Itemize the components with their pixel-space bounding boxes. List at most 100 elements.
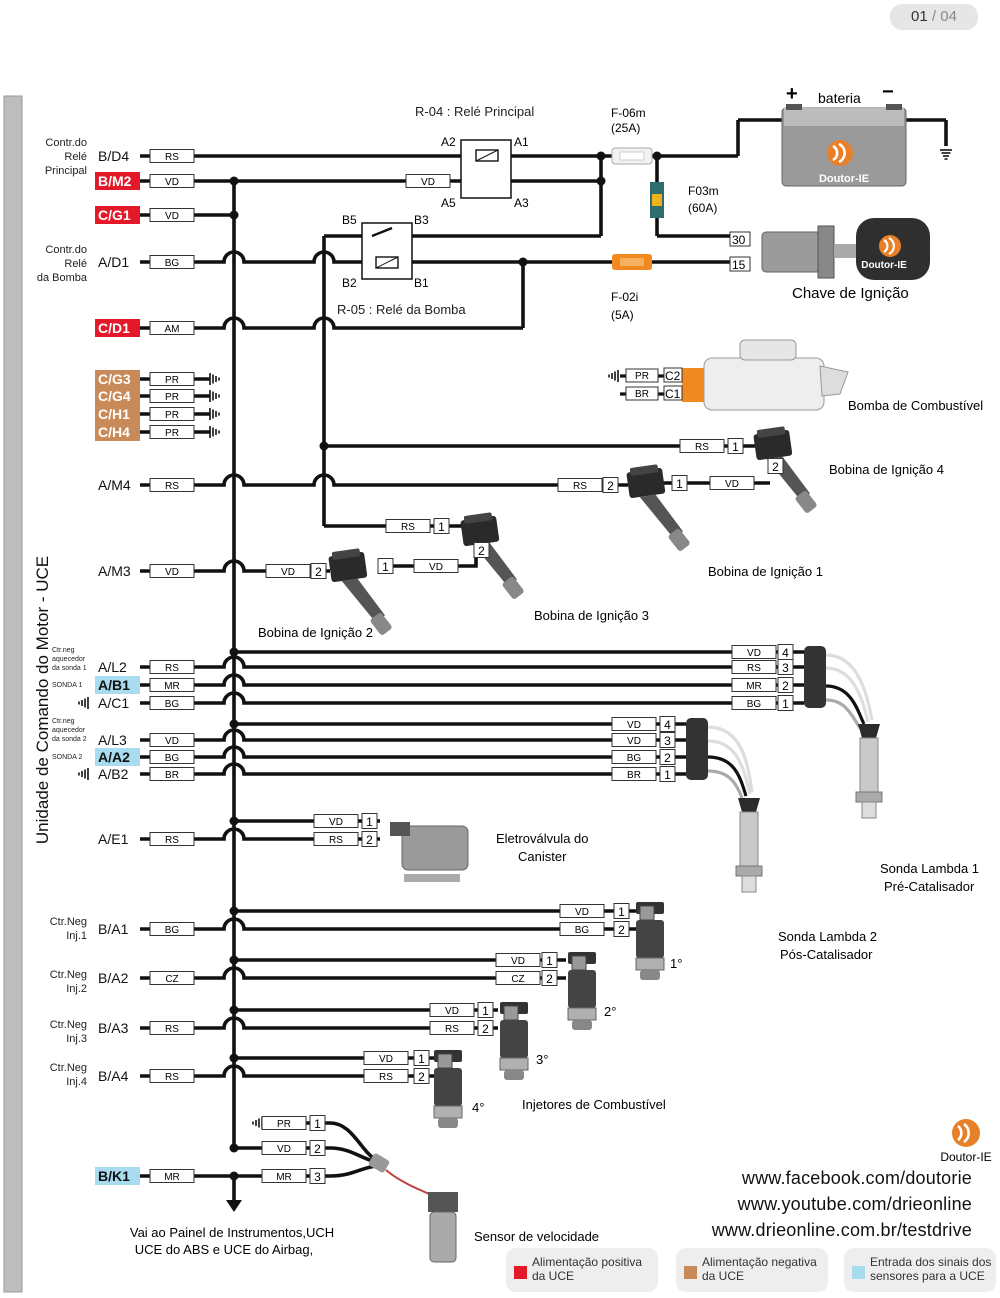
pin-bd4-note: Contr.do: [45, 137, 87, 149]
pin-bk1-text: B/K1: [98, 1168, 130, 1184]
canister-wire-0: VD: [313, 814, 359, 828]
svg-text:2: 2: [607, 479, 614, 493]
link-facebook[interactable]: www.facebook.com/doutorie: [741, 1168, 972, 1188]
fuel-pump-wire-c2: [625, 368, 659, 383]
lambda1-wire-3: BG: [731, 696, 777, 710]
pin-aa2-text: A/A2: [98, 749, 130, 765]
inj3-wire-0: VD: [429, 1003, 475, 1017]
speed-sensor-label: Sensor de velocidade: [474, 1229, 599, 1244]
ignition-label: Chave de Ignição: [792, 285, 909, 302]
lambda2-wire-0: VD: [611, 717, 657, 731]
inj1-pin-1: 2: [613, 921, 630, 937]
coil-4: [752, 423, 819, 520]
ignition-brand: Doutor-IE: [861, 260, 907, 271]
lambda1-label2: Pré-Catalisador: [884, 879, 975, 894]
legend-positive-swatch: [514, 1266, 527, 1279]
relay-r04-a5: A5: [441, 196, 456, 210]
relay-r04-a1: A1: [514, 135, 529, 149]
lambda2-pin-0: 4: [659, 716, 676, 732]
coil1-pin2: 2: [602, 477, 619, 493]
lambda2-pin-3: 1: [659, 766, 676, 782]
svg-text:VD: VD: [281, 567, 295, 578]
svg-text:VD: VD: [627, 720, 641, 731]
panel-note-line2: UCE do ABS e UCE do Airbag,: [135, 1242, 313, 1257]
coil-3: [459, 509, 526, 606]
svg-text:VD: VD: [627, 736, 641, 747]
lambda2-pin-2: 2: [659, 749, 676, 765]
fuse-f02i-rating: (5A): [611, 308, 634, 322]
coil-2-label: Bobina de Ignição 2: [258, 625, 373, 640]
lambda2-label: Sonda Lambda 2: [778, 929, 877, 944]
svg-text:BR: BR: [627, 770, 641, 781]
speed-wire-1: VD: [261, 1141, 307, 1155]
lambda2-wire-3: BR: [611, 767, 657, 781]
relay-r05-b3: B3: [414, 213, 429, 227]
fuel-pump-c2: C2: [665, 369, 681, 383]
doutor-ie-logo: [952, 1119, 980, 1147]
svg-text:RS: RS: [695, 442, 709, 453]
speed-sensor: [368, 1153, 458, 1263]
relay-r04-a3: A3: [514, 196, 529, 210]
coil2-pin2: 2: [310, 563, 327, 579]
pin-bm2-text: B/M2: [98, 173, 132, 189]
svg-text:RS: RS: [445, 1024, 459, 1035]
pin-ae1-code: RS: [149, 832, 195, 846]
page-current: 01: [911, 8, 928, 25]
pin-bd4-code: RS: [149, 149, 195, 163]
ignition-terminal-15: [729, 256, 751, 272]
pin-ba1-note: Ctr.Neg: [50, 916, 87, 928]
brand-text: Doutor-IE: [940, 1150, 991, 1164]
pin-cg1-text: C/G1: [98, 207, 131, 223]
svg-text:BG: BG: [747, 699, 762, 710]
svg-text:VD: VD: [747, 648, 761, 659]
pin-ad1-note: da Bomba: [37, 272, 88, 284]
svg-text:1: 1: [366, 815, 373, 829]
svg-text:1: 1: [482, 1004, 489, 1018]
legend-negative-swatch: [684, 1266, 697, 1279]
fuse-f03m-rating: (60A): [688, 201, 717, 215]
svg-text:BG: BG: [575, 925, 590, 936]
pin-ba1-code: BG: [149, 922, 195, 936]
svg-text:RS: RS: [401, 522, 415, 533]
svg-text:2: 2: [314, 1142, 321, 1156]
svg-text:4: 4: [782, 646, 789, 660]
svg-text:MR: MR: [276, 1172, 292, 1183]
page-total: 04: [940, 8, 957, 25]
relay-r05: [361, 222, 413, 280]
injector-4: [433, 1049, 463, 1129]
svg-text:PR: PR: [165, 428, 179, 439]
injector-2-num: 2°: [604, 1004, 616, 1019]
svg-text:BR: BR: [165, 770, 179, 781]
fuse-f06m: [611, 147, 653, 165]
inj1-pin-0: 1: [613, 903, 630, 919]
svg-text:VD: VD: [725, 479, 739, 490]
svg-text:CZ: CZ: [165, 974, 178, 985]
inj3-pin-1: 2: [477, 1020, 494, 1036]
svg-text:RS: RS: [747, 663, 761, 674]
coil3-pin2: 2: [473, 542, 490, 558]
canister-valve: [390, 822, 469, 882]
ignition-terminal-30: [729, 231, 751, 247]
ignition-t15-label: 15: [732, 258, 746, 272]
svg-text:BG: BG: [165, 925, 180, 936]
pin-ba2-note: Ctr.Neg: [50, 969, 87, 981]
fuse-f03m: [650, 182, 664, 218]
link-youtube[interactable]: www.youtube.com/drieonline: [737, 1194, 972, 1214]
pin-ba3-note: Ctr.Neg: [50, 1019, 87, 1031]
speed-pin-0: 1: [309, 1115, 326, 1131]
coil-3-label: Bobina de Ignição 3: [534, 608, 649, 623]
speed-wire-0: PR: [261, 1116, 307, 1130]
pin-aa2-note: SONDA 2: [52, 754, 82, 761]
link-testdrive[interactable]: www.drieonline.com.br/testdrive: [711, 1220, 972, 1240]
pin-al2-note: aquecedor: [52, 656, 86, 663]
pin-ba2-code: CZ: [149, 971, 195, 985]
